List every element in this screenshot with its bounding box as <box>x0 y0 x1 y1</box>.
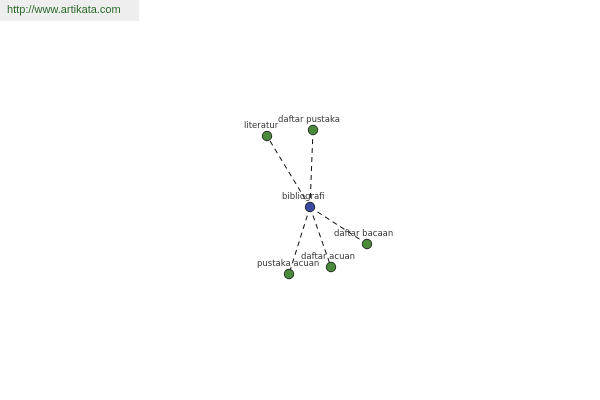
node-label-pustaka-acuan: pustaka acuan <box>257 259 319 269</box>
node-daftar-bacaan[interactable] <box>361 238 373 250</box>
edge-literatur <box>266 135 311 208</box>
edge-pustaka-acuan <box>288 206 311 275</box>
edge-daftar-bacaan <box>309 206 368 245</box>
node-daftar-pustaka[interactable] <box>307 124 319 136</box>
node-label-literatur: literatur <box>244 121 279 131</box>
node-literatur[interactable] <box>261 130 273 142</box>
site-url-link[interactable]: http://www.artikata.com <box>0 0 139 21</box>
node-label-daftar-bacaan: daftar bacaan <box>334 229 393 239</box>
edge-daftar-acuan <box>309 206 332 268</box>
edges-layer <box>266 129 368 275</box>
node-daftar-acuan[interactable] <box>325 261 337 273</box>
node-label-daftar-pustaka: daftar pustaka <box>278 115 340 125</box>
node-center[interactable] <box>304 201 316 213</box>
node-pustaka-acuan[interactable] <box>283 268 295 280</box>
node-label-center: bibliografi <box>282 192 325 202</box>
nodes-layer <box>261 124 373 280</box>
node-label-daftar-acuan: daftar acuan <box>301 252 355 262</box>
edge-daftar-pustaka <box>309 129 314 208</box>
